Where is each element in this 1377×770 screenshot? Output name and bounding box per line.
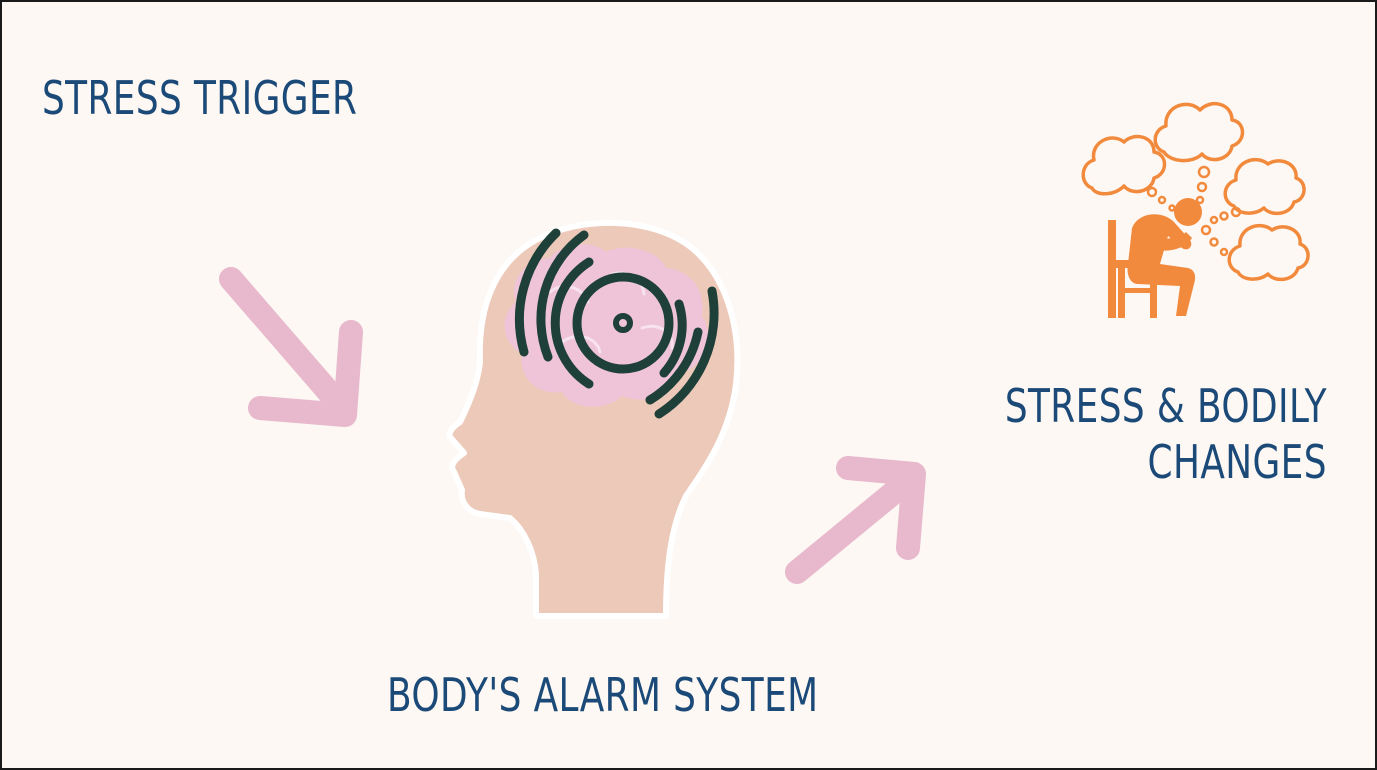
stress-label-line-2: CHANGES: [1005, 434, 1327, 490]
stress-label-line-1: STRESS & BODILY: [1005, 378, 1327, 434]
worried-person-thought-clouds-icon: [1083, 104, 1308, 318]
arrow-up-right-icon: [797, 468, 914, 572]
stress-bodily-changes-label: STRESS & BODILY CHANGES: [1005, 378, 1327, 490]
arrow-down-right-icon: [231, 279, 351, 415]
stress-trigger-label: STRESS TRIGGER: [42, 70, 357, 126]
body-alarm-system-label: BODY'S ALARM SYSTEM: [387, 667, 818, 723]
head-with-alarm-icon: [450, 223, 738, 616]
